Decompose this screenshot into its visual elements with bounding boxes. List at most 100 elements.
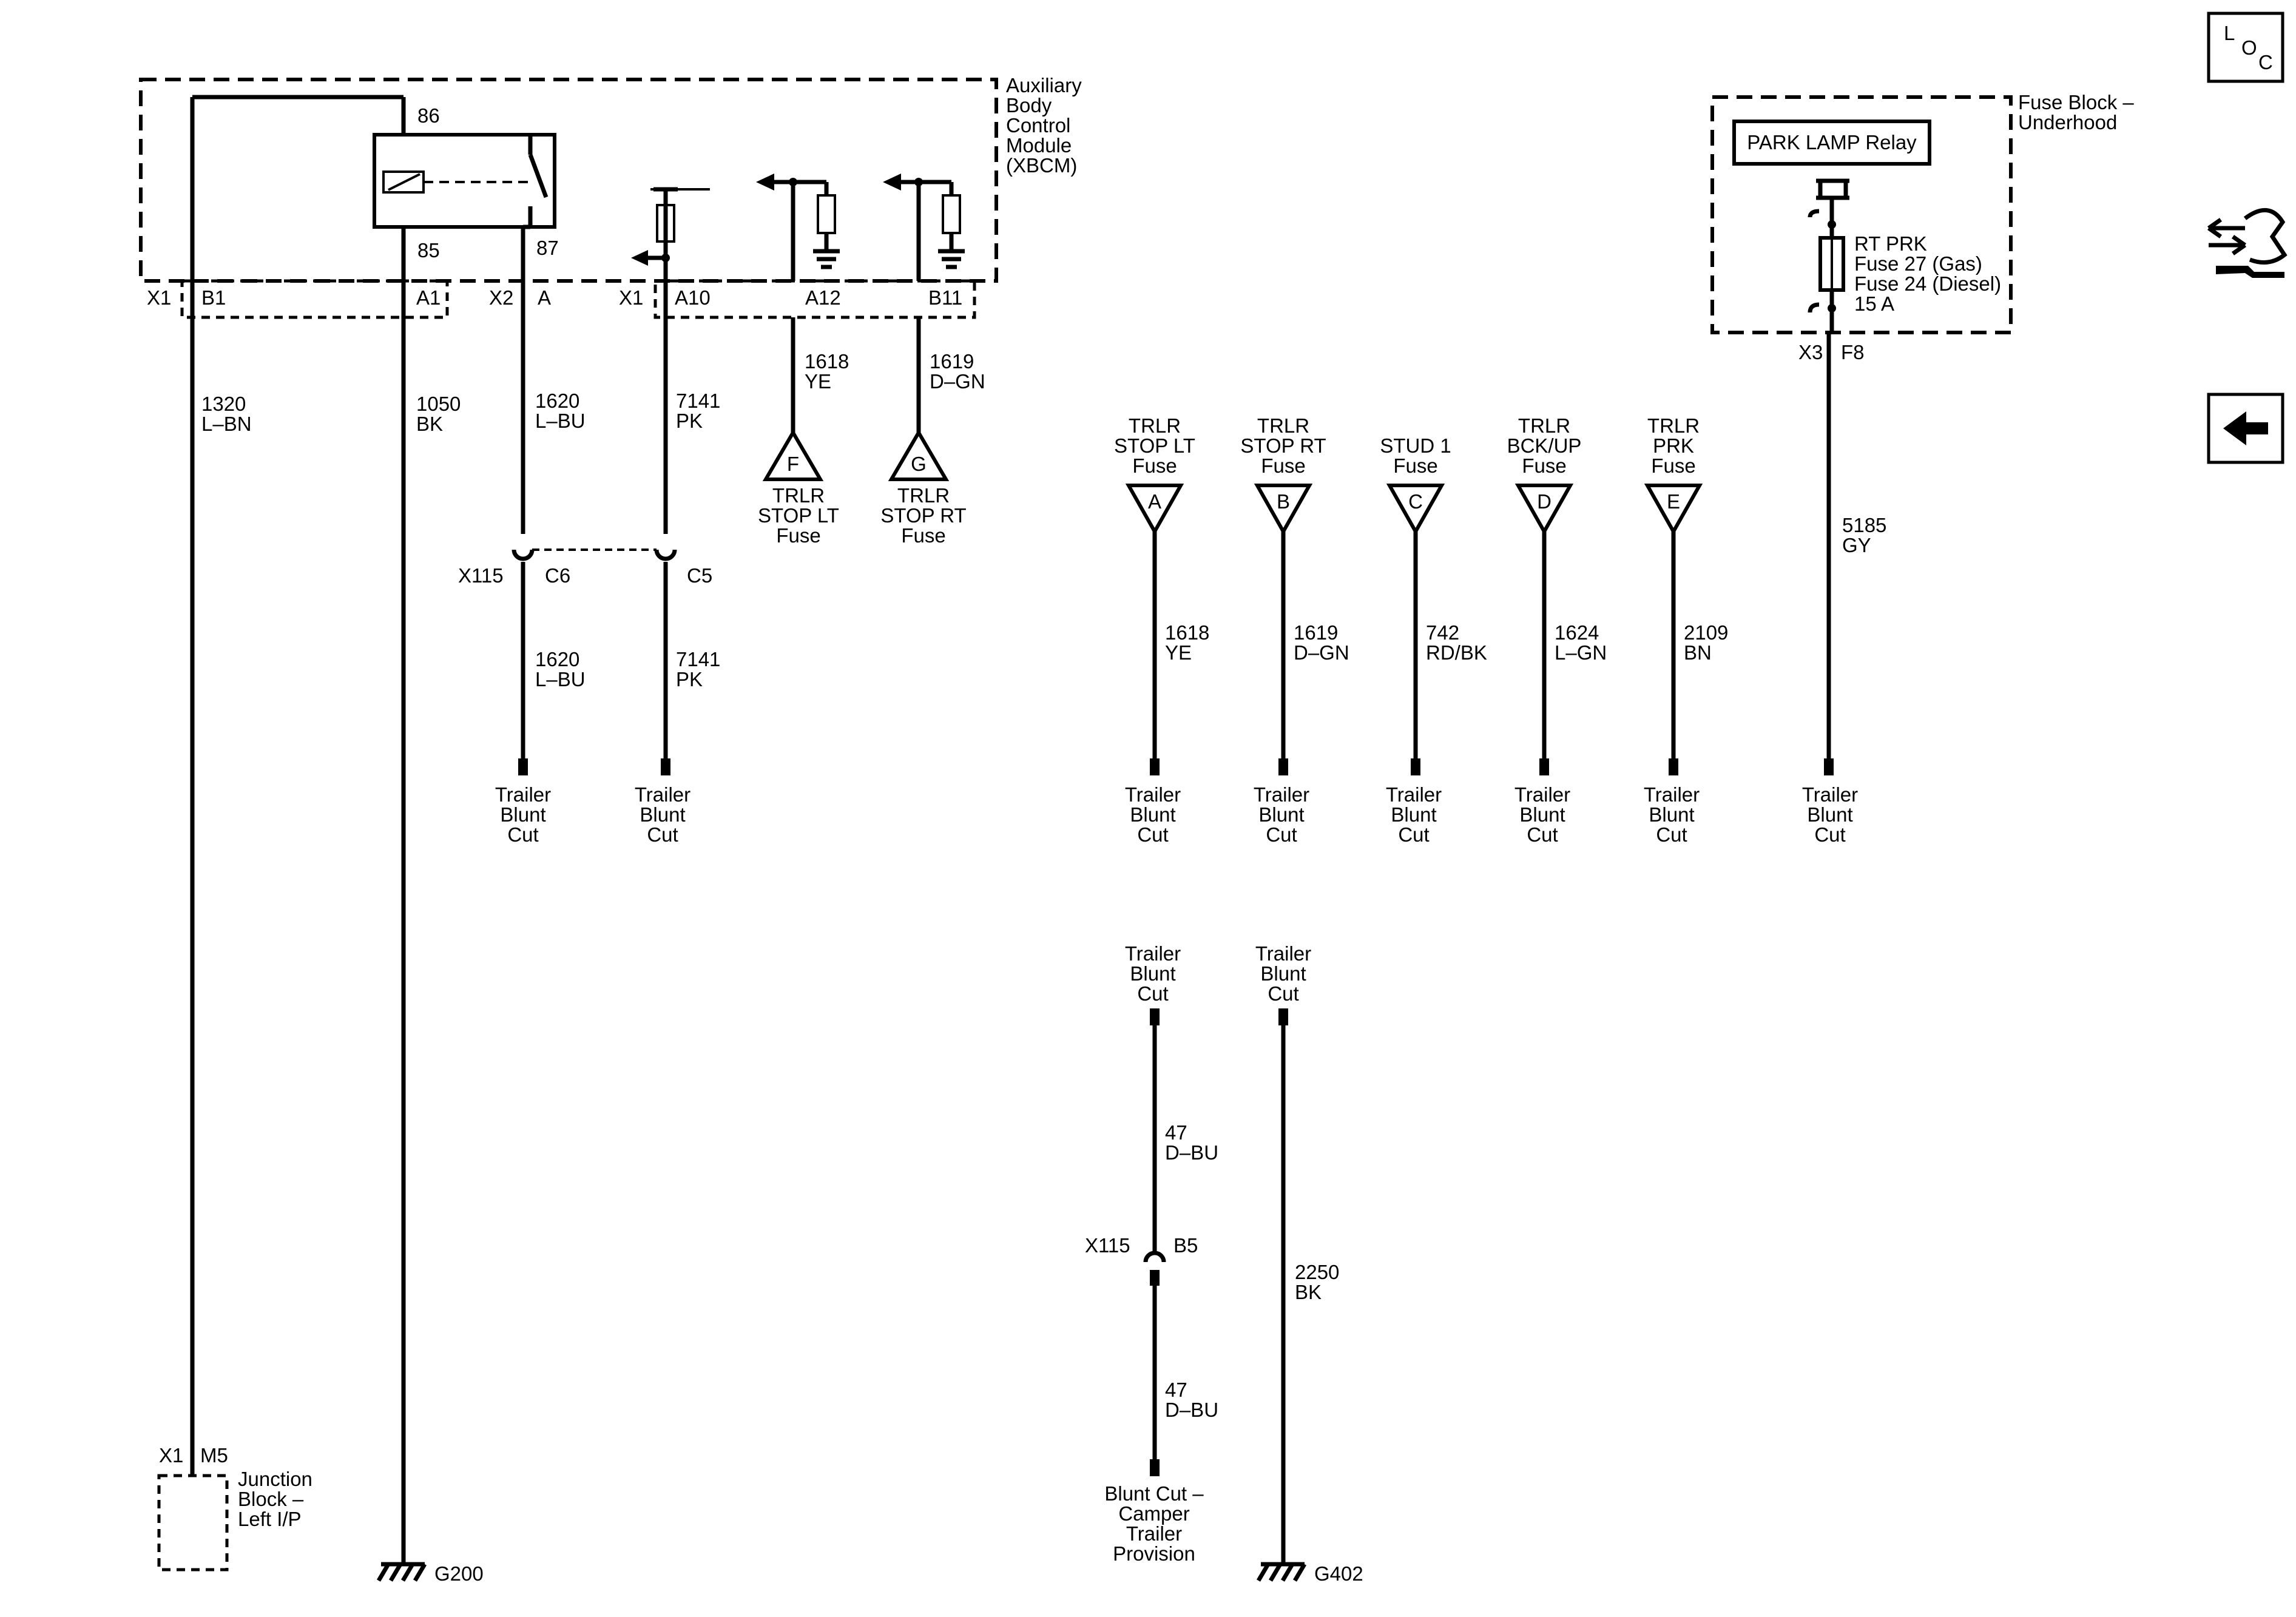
svg-text:STOP RT: STOP RT <box>1240 434 1326 457</box>
svg-text:47: 47 <box>1165 1379 1187 1401</box>
fuse-ref-d-1624: TRLR BCK/UP Fuse D 1624 L–GN Trailer Blu… <box>1507 414 1607 846</box>
svg-text:TRLR: TRLR <box>1129 414 1181 437</box>
svg-text:Blunt: Blunt <box>1649 803 1694 826</box>
svg-text:Fuse Block –: Fuse Block – <box>2018 91 2134 113</box>
svg-text:742: 742 <box>1426 621 1459 644</box>
svg-text:X1: X1 <box>159 1444 183 1467</box>
xbcm-connector-strip: X1 B1 A1 X2 A X1 A10 A12 B11 <box>147 279 976 319</box>
svg-text:Junction: Junction <box>238 1468 312 1490</box>
svg-text:BCK/UP: BCK/UP <box>1507 434 1582 457</box>
svg-text:Fuse: Fuse <box>1651 454 1695 477</box>
svg-text:X2: X2 <box>489 286 513 309</box>
svg-text:PARK LAMP Relay: PARK LAMP Relay <box>1747 131 1917 154</box>
wire-47-camper-provision: Trailer Blunt Cut 47 D–BU X115 B5 47 D–B… <box>1085 942 1218 1565</box>
svg-text:TRLR: TRLR <box>1257 414 1309 437</box>
svg-text:Trailer: Trailer <box>1255 942 1311 965</box>
svg-text:Blunt: Blunt <box>1130 803 1175 826</box>
svg-text:C: C <box>2258 51 2273 73</box>
svg-text:Fuse 27 (Gas): Fuse 27 (Gas) <box>1854 252 1982 275</box>
svg-text:X3: X3 <box>1798 341 1823 363</box>
svg-text:Underhood: Underhood <box>2018 111 2117 133</box>
svg-text:D–GN: D–GN <box>930 370 985 393</box>
junction-block-left-ip: X1 M5 Junction Block – Left I/P <box>157 1444 312 1571</box>
xbcm-module: Auxiliary Body Control Module (XBCM) 86 … <box>139 74 1082 283</box>
xbcm-a10-circuit <box>631 187 710 281</box>
svg-text:Blunt: Blunt <box>1391 803 1436 826</box>
svg-text:GY: GY <box>1842 534 1871 556</box>
svg-text:86: 86 <box>417 104 440 127</box>
fuse-ref-c-742: STUD 1 Fuse C 742 RD/BK Trailer Blunt Cu… <box>1380 434 1487 846</box>
svg-text:47: 47 <box>1165 1121 1187 1144</box>
svg-text:Block –: Block – <box>238 1488 304 1510</box>
svg-text:PK: PK <box>676 410 703 432</box>
svg-text:2109: 2109 <box>1684 621 1728 644</box>
svg-text:Left I/P: Left I/P <box>238 1508 302 1530</box>
svg-text:X1: X1 <box>147 286 171 309</box>
svg-text:Provision: Provision <box>1113 1542 1195 1565</box>
fuse-ref-e-2109: TRLR PRK Fuse E 2109 BN Trailer Blunt Cu… <box>1644 414 1729 846</box>
svg-text:TRLR: TRLR <box>897 484 950 507</box>
wire-1320: 1320 L–BN <box>190 281 252 1476</box>
svg-text:F8: F8 <box>1841 341 1865 363</box>
svg-text:L: L <box>2224 22 2235 44</box>
svg-text:Body: Body <box>1006 94 1052 116</box>
fuse-ref-b-1619: TRLR STOP RT Fuse B 1619 D–GN Trailer Bl… <box>1240 414 1349 846</box>
svg-text:Fuse 24 (Diesel): Fuse 24 (Diesel) <box>1854 272 2001 295</box>
svg-text:RT PRK: RT PRK <box>1854 232 1927 255</box>
svg-text:G200: G200 <box>434 1562 484 1585</box>
svg-text:Trailer: Trailer <box>1254 783 1309 806</box>
connector-info-icon[interactable] <box>2207 208 2288 278</box>
svg-text:PK: PK <box>676 668 703 690</box>
wire-5185: 5185 GY Trailer Blunt Cut <box>1802 333 1886 846</box>
svg-text:Trailer: Trailer <box>1386 783 1442 806</box>
blunt-cut-1620: Trailer Blunt Cut <box>495 758 551 846</box>
wire-1050: 1050 BK <box>401 281 461 1564</box>
svg-text:Blunt Cut –: Blunt Cut – <box>1104 1482 1204 1505</box>
svg-text:1320: 1320 <box>201 393 246 415</box>
svg-text:1624: 1624 <box>1555 621 1599 644</box>
ground-g200: G200 <box>376 1562 484 1585</box>
ground-g402: G402 <box>1256 1562 1363 1585</box>
svg-text:Cut: Cut <box>1398 823 1429 846</box>
svg-text:Cut: Cut <box>1268 982 1298 1005</box>
svg-text:Trailer: Trailer <box>1125 783 1181 806</box>
wire-1619-to-g: 1619 D–GN G TRLR STOP RT Fuse <box>880 317 985 547</box>
svg-text:15 A: 15 A <box>1854 292 1894 315</box>
svg-text:X1: X1 <box>619 286 643 309</box>
svg-text:Blunt: Blunt <box>1258 803 1304 826</box>
svg-text:1619: 1619 <box>1294 621 1338 644</box>
xbcm-b11-circuit <box>883 174 965 281</box>
svg-text:Trailer: Trailer <box>495 783 551 806</box>
svg-text:Fuse: Fuse <box>1132 454 1177 477</box>
blunt-cut-7141: Trailer Blunt Cut <box>635 758 690 846</box>
svg-text:Cut: Cut <box>1656 823 1687 846</box>
svg-text:Control: Control <box>1006 114 1070 137</box>
loc-icon[interactable]: L O C <box>2207 12 2284 83</box>
svg-text:Cut: Cut <box>1266 823 1297 846</box>
svg-text:Fuse: Fuse <box>901 524 945 547</box>
x115-connector-c6-c5: X115 C6 C5 <box>458 549 712 587</box>
svg-text:BK: BK <box>416 413 443 435</box>
svg-text:Fuse: Fuse <box>1393 454 1437 477</box>
svg-text:Fuse: Fuse <box>776 524 820 547</box>
svg-text:STOP RT: STOP RT <box>880 504 966 527</box>
svg-text:C: C <box>1408 490 1423 513</box>
svg-text:D–BU: D–BU <box>1165 1141 1218 1164</box>
svg-text:YE: YE <box>1165 641 1192 664</box>
svg-text:F: F <box>787 453 799 475</box>
svg-text:1618: 1618 <box>1165 621 1209 644</box>
svg-text:2250: 2250 <box>1295 1261 1339 1283</box>
svg-text:L–BN: L–BN <box>201 413 252 435</box>
svg-text:Blunt: Blunt <box>1130 962 1175 985</box>
svg-text:Cut: Cut <box>1137 823 1168 846</box>
svg-text:STOP LT: STOP LT <box>758 504 839 527</box>
back-arrow-icon[interactable] <box>2207 393 2284 464</box>
svg-text:Blunt: Blunt <box>1519 803 1565 826</box>
svg-text:Cut: Cut <box>507 823 538 846</box>
svg-text:D–BU: D–BU <box>1165 1399 1218 1421</box>
svg-text:G: G <box>911 453 927 475</box>
svg-text:B: B <box>1277 490 1290 513</box>
svg-text:BK: BK <box>1295 1281 1322 1303</box>
svg-text:Trailer: Trailer <box>1514 783 1570 806</box>
svg-text:Camper: Camper <box>1118 1502 1189 1525</box>
